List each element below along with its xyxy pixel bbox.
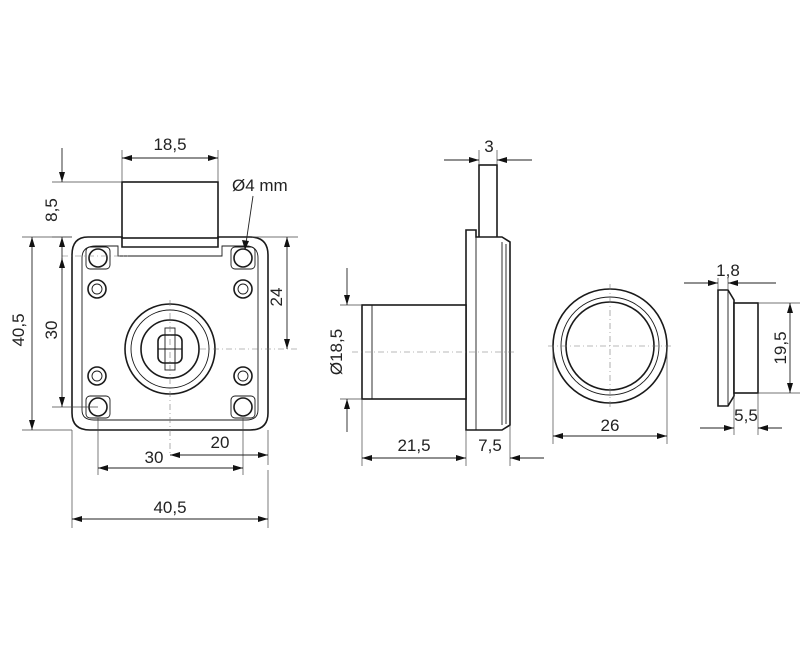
dim-hole-diameter: Ø4 mm: [232, 176, 288, 195]
dim-bolt-height: 8,5: [42, 198, 61, 222]
rivet: [233, 279, 253, 299]
dim-depth: 5,5: [734, 406, 758, 425]
dim-width-overall: 40,5: [153, 498, 186, 517]
rosette-flange: [717, 289, 735, 407]
bolt: [121, 181, 219, 239]
dim-height-right: 24: [267, 288, 286, 307]
dim-bolt-thickness: 3: [484, 137, 493, 156]
dim-outer-diameter: 26: [601, 416, 620, 435]
bolt-side: [478, 164, 498, 239]
mounting-hole: [233, 397, 253, 417]
mounting-holes: [85, 246, 256, 419]
dim-center-offset: 20: [211, 433, 230, 452]
dim-width-holes: 30: [145, 448, 164, 467]
lock-body-outline: [71, 236, 269, 431]
dim-flange-thickness: 1,8: [716, 261, 740, 280]
rosette-sleeve: [733, 302, 759, 394]
dim-height-holes: 30: [42, 321, 61, 340]
front-view: 18,5 8,5 Ø4 mm 40,5 30 24: [9, 135, 298, 528]
dim-cylinder-length: 21,5: [397, 436, 430, 455]
rivet: [87, 279, 107, 299]
dim-height-overall: 40,5: [9, 313, 28, 346]
rivets: [87, 279, 253, 386]
dim-cylinder-diameter: Ø18,5: [327, 329, 346, 375]
dim-inner-diameter: 19,5: [771, 331, 790, 364]
body-plate-side: [465, 229, 511, 431]
mounting-hole: [233, 248, 253, 268]
dim-body-depth: 7,5: [478, 436, 502, 455]
rivet: [87, 366, 107, 386]
side-view: 3 Ø18,5 21,5 7,5: [327, 137, 544, 466]
rivet: [233, 366, 253, 386]
rosette-front: 26: [548, 284, 672, 444]
dim-bolt-width: 18,5: [153, 135, 186, 154]
rosette-side: 1,8 19,5 5,5: [684, 261, 800, 435]
mounting-hole: [88, 248, 108, 268]
